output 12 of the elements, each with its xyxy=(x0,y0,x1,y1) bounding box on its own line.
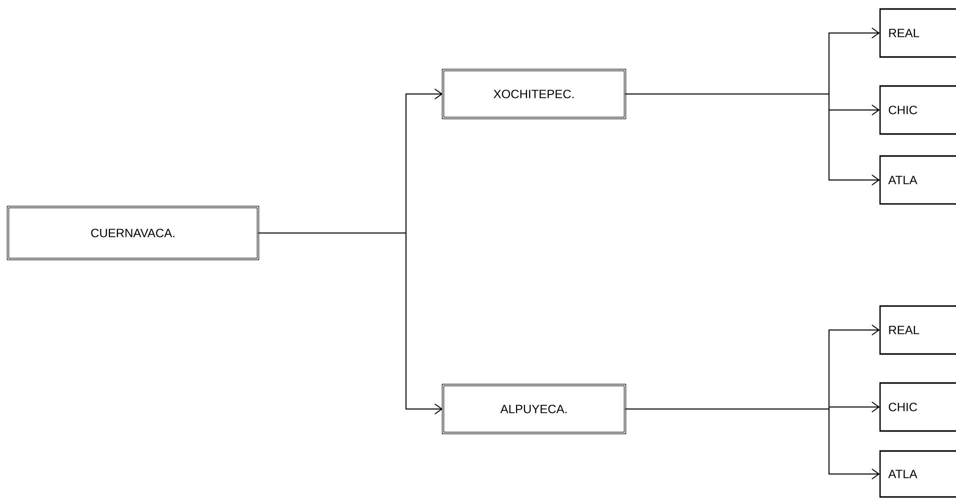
arrow xyxy=(624,94,880,186)
place-box: ATLA xyxy=(879,450,956,498)
place-box: ALPUYECA. xyxy=(442,384,626,434)
place-box: XOCHITEPEC. xyxy=(442,68,626,120)
place-box: REAL xyxy=(879,8,956,58)
arrow xyxy=(624,408,880,480)
arrow xyxy=(258,232,443,414)
place-box: ATLA xyxy=(879,155,956,205)
place-box: CHIC xyxy=(879,382,956,432)
place-box: CHIC xyxy=(879,85,956,135)
place-box: CUERNAVACA. xyxy=(6,206,260,260)
place-box: REAL xyxy=(879,305,956,355)
